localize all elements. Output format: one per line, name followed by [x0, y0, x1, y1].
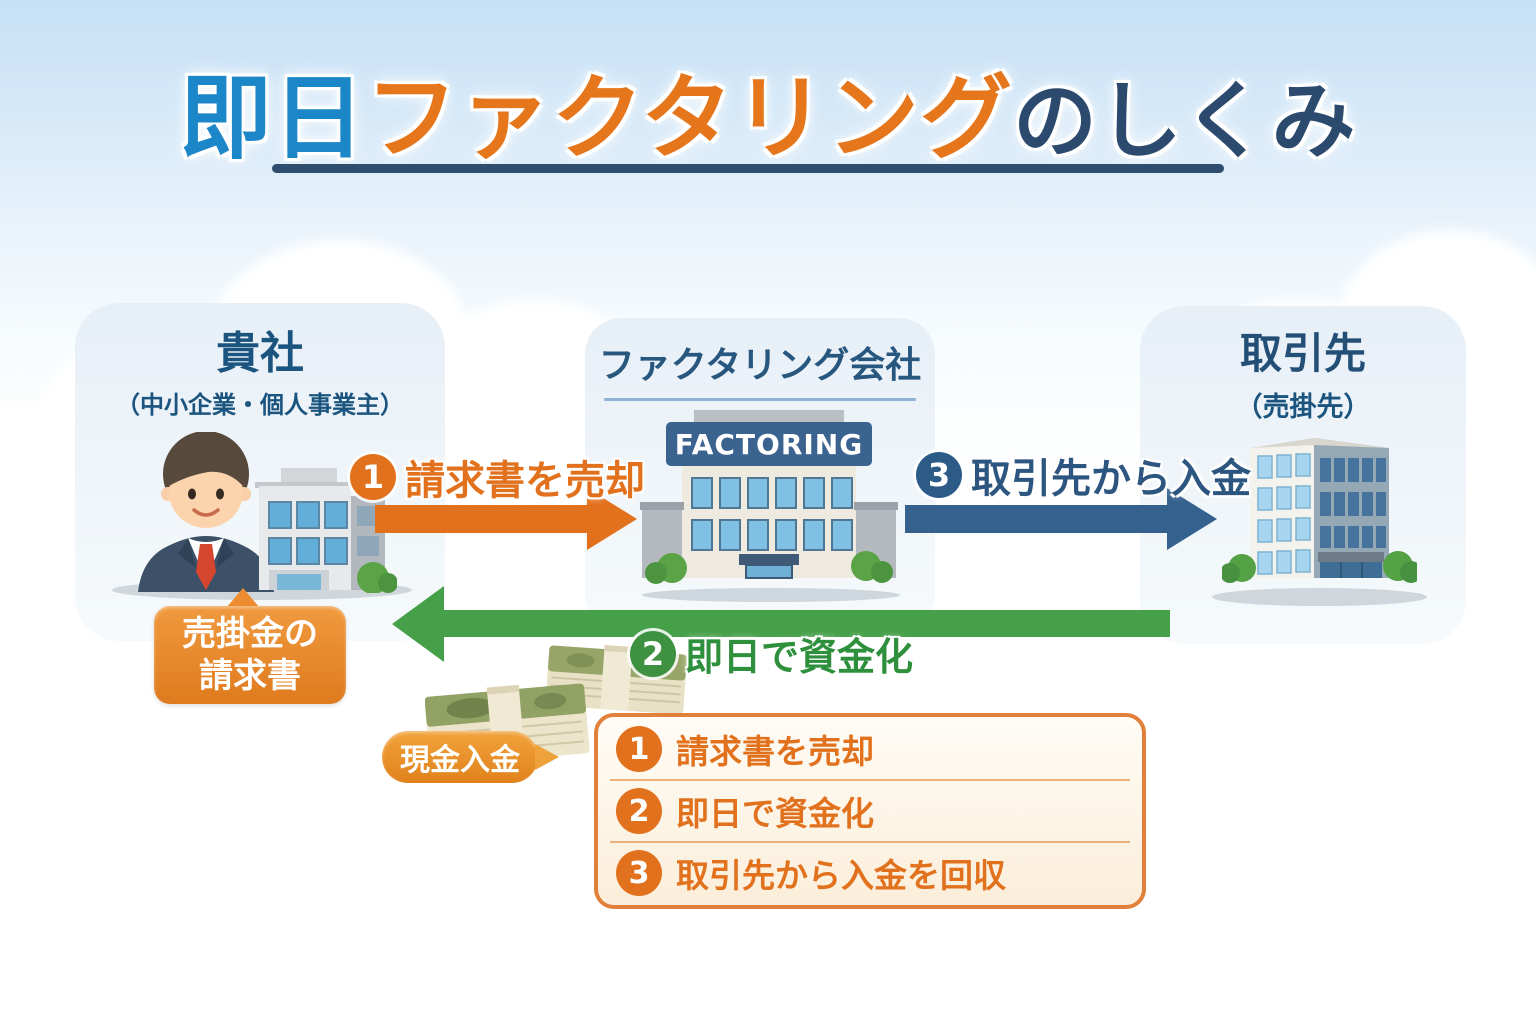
title-underline	[272, 164, 1224, 173]
ground-shadow-middle	[642, 588, 900, 602]
step3-label: 3 取引先から入金	[916, 446, 1251, 504]
step1-arrow-head	[587, 488, 637, 550]
step1-arrow-shaft	[375, 505, 587, 533]
company-name: 貴社	[216, 328, 304, 379]
step1-label: 1 請求書を売却	[350, 448, 645, 506]
legend-step3-text: 取引先から入金を回収	[676, 856, 1006, 895]
step2-number-badge: 2	[630, 630, 676, 677]
client-name: 取引先	[1239, 329, 1366, 378]
businessman-icon	[138, 432, 274, 592]
title-part-blue: 即日	[179, 65, 366, 172]
legend-step1-text: 請求書を売却	[676, 732, 874, 771]
step1-number-badge: 1	[350, 454, 396, 500]
factoring-title-underline	[604, 398, 916, 401]
legend-step1-badge: 1	[616, 726, 662, 772]
legend-item-3: 3 取引先から入金を回収	[598, 843, 1142, 903]
company-subtitle: （中小企業・個人事業主）	[116, 391, 404, 419]
step3-number-badge: 3	[916, 452, 962, 498]
step2-arrow-shaft	[444, 610, 1170, 637]
legend-step2-badge: 2	[616, 788, 662, 834]
step3-label-text: 取引先から入金	[971, 456, 1251, 502]
title-part-orange: ファクタリング	[365, 65, 1013, 172]
factoring-building-icon: FACTORING	[640, 410, 898, 584]
invoice-line2: 請求書	[199, 656, 301, 696]
page-title: 即日ファクタリングのしくみ	[0, 44, 1536, 177]
step3-arrow-shaft	[905, 505, 1167, 533]
legend-divider	[610, 841, 1130, 843]
invoice-callout: 売掛金の 請求書	[154, 606, 346, 704]
legend-item-1: 1 請求書を売却	[598, 719, 1142, 779]
client-building-icon	[1222, 438, 1417, 583]
client-subtitle: （売掛先）	[1235, 392, 1371, 423]
step2-arrow-head	[392, 586, 444, 662]
invoice-line1: 売掛金の	[182, 613, 318, 654]
legend-item-2: 2 即日で資金化	[598, 781, 1142, 841]
legend-divider	[610, 779, 1130, 781]
ground-shadow-right	[1212, 588, 1427, 606]
legend-step3-badge: 3	[616, 850, 662, 896]
step1-label-text: 請求書を売却	[405, 458, 645, 504]
cash-deposit-label: 現金入金	[382, 731, 538, 783]
step2-label: 2 即日で資金化	[630, 626, 913, 681]
cash-deposit-text: 現金入金	[400, 743, 520, 778]
cash-label-pointer	[535, 744, 559, 770]
steps-legend-box: 1 請求書を売却 2 即日で資金化 3 取引先から入金を回収	[594, 713, 1146, 909]
factoring-name: ファクタリング会社	[598, 345, 922, 386]
invoice-callout-pointer	[226, 588, 260, 608]
factoring-sign-text: FACTORING	[675, 428, 863, 461]
step3-arrow-head	[1167, 488, 1217, 550]
legend-step2-text: 即日で資金化	[676, 794, 874, 833]
title-part-navy: のしくみ	[1012, 72, 1357, 170]
company-building-icon	[255, 468, 397, 593]
step2-label-text: 即日で資金化	[685, 635, 914, 679]
